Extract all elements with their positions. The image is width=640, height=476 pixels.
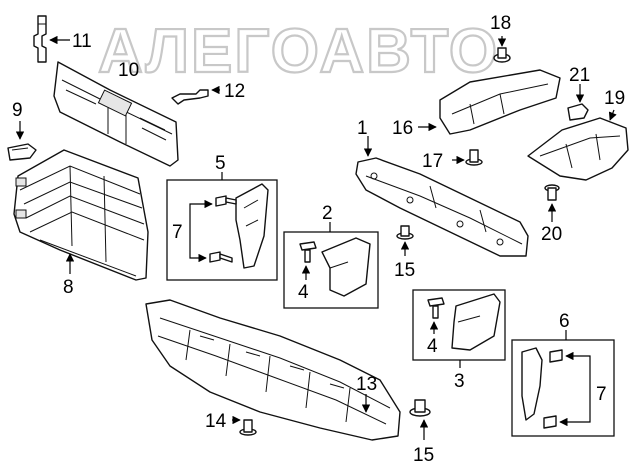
part-8-shutter-assembly <box>13 149 149 281</box>
part-12-bracket <box>171 89 209 105</box>
callout-13: 13 <box>356 374 377 395</box>
callout-7b: 7 <box>596 384 607 405</box>
callout-8: 8 <box>63 277 74 298</box>
watermark-text: АЛЕГОАВТО <box>98 17 499 86</box>
part-2-bracket <box>321 237 371 297</box>
callout-16: 16 <box>392 118 413 139</box>
kit-box-6 <box>511 339 615 437</box>
part-3-bracket <box>451 293 501 351</box>
part-7-bolt-b-lower <box>543 415 557 429</box>
callout-7a: 7 <box>172 222 183 243</box>
callout-14: 14 <box>205 411 227 432</box>
part-21-clip <box>567 103 589 121</box>
callout-2: 2 <box>322 203 333 224</box>
part-15-push-pin-upper <box>396 225 414 240</box>
callout-1: 1 <box>357 118 368 139</box>
leader-7b-lower <box>559 392 591 427</box>
leader-7a-lower <box>189 230 207 263</box>
watermark-logo: АЛЕГОАВТО <box>97 16 499 87</box>
callout-10: 10 <box>118 60 139 81</box>
callout-11: 11 <box>72 31 92 52</box>
leader-19 <box>608 109 617 121</box>
kit-box-3 <box>412 289 506 361</box>
part-16-splash-shield <box>439 69 561 135</box>
callout-6: 6 <box>559 311 570 332</box>
callout-4a: 4 <box>298 282 309 303</box>
callout-labels: 1 2 3 4 4 5 6 7 7 8 9 10 11 12 13 14 15 … <box>12 13 625 466</box>
part-7-bolt-lower <box>209 251 233 263</box>
part-18-screw <box>493 47 511 63</box>
callout-20: 20 <box>541 224 562 245</box>
kit-box-2 <box>283 231 379 309</box>
callout-4b: 4 <box>427 336 438 357</box>
leader-7a-upper <box>189 199 213 230</box>
callout-18: 18 <box>490 13 511 34</box>
part-11-bracket <box>33 15 47 63</box>
callout-12: 12 <box>224 81 245 102</box>
part-10-air-deflector <box>53 61 179 167</box>
callout-15a: 15 <box>394 260 415 281</box>
part-14-push-pin <box>239 419 257 436</box>
part-15-push-pin-lower <box>409 399 431 417</box>
callout-5: 5 <box>215 153 226 174</box>
callout-3: 3 <box>454 371 465 392</box>
part-5-bracket <box>235 183 269 269</box>
part-20-push-pin <box>544 184 560 201</box>
part-13-undertray <box>145 299 401 441</box>
leader-7b-upper <box>565 351 591 392</box>
part-4-bolt-a <box>299 241 317 263</box>
part-9-clip <box>7 143 37 161</box>
part-17-push-pin <box>465 149 483 166</box>
part-7-bolt-upper <box>215 195 237 207</box>
callout-9: 9 <box>12 100 23 121</box>
callout-15b: 15 <box>413 445 434 466</box>
callout-19: 19 <box>604 88 625 109</box>
part-4-bolt-b <box>427 297 445 319</box>
part-7-bolt-b-upper <box>549 349 563 363</box>
callout-21: 21 <box>569 65 590 86</box>
part-6-bracket <box>521 347 543 421</box>
callout-17: 17 <box>422 151 443 172</box>
part-19-splash-shield <box>527 117 629 181</box>
part-1-reinforcement <box>355 157 529 257</box>
